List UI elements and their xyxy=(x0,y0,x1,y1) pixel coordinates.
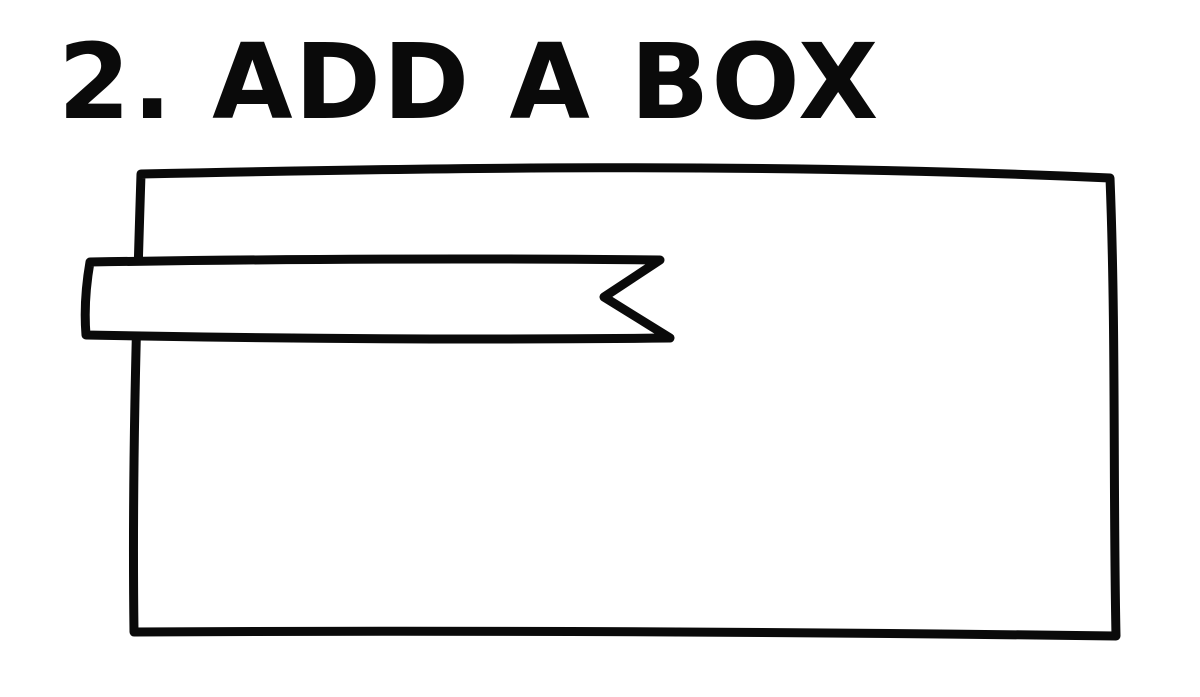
ribbon-banner xyxy=(80,254,675,344)
rectangle-box xyxy=(128,163,1121,641)
step-title: 2. ADD A BOX xyxy=(58,21,881,143)
